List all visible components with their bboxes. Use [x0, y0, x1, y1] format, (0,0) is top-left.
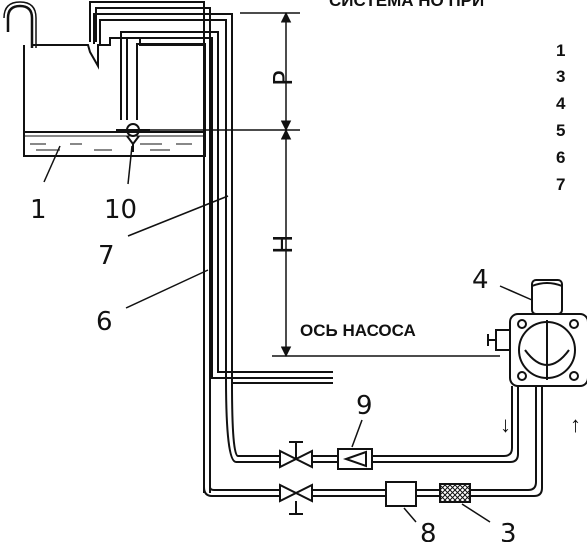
- callout-6-label: 6: [96, 307, 113, 337]
- legend-number-6: 6: [556, 148, 565, 167]
- callout-9-label: 9: [356, 391, 373, 421]
- callout-4: 4: [472, 265, 533, 301]
- legend-number-7: 7: [556, 175, 565, 194]
- legend-number-3: 3: [556, 67, 565, 86]
- bottom-piping: [203, 377, 280, 497]
- upper-line: [312, 400, 519, 470]
- callout-10: 10: [104, 145, 137, 225]
- shutoff-valve-lower: [279, 483, 313, 515]
- pump-axis-label: ОСЬ НАСОСА: [300, 321, 416, 340]
- dimension-lines: [150, 11, 500, 358]
- callout-8-label: 8: [420, 519, 437, 542]
- float-valve: [116, 123, 150, 152]
- dimension-p-label: Р: [269, 70, 299, 86]
- legend-number-4: 4: [556, 94, 566, 113]
- flow-arrow-up: ↑: [570, 412, 581, 437]
- callout-6: 6: [96, 269, 209, 337]
- callout-9: 9: [351, 391, 373, 448]
- callout-1: 1: [30, 145, 61, 225]
- callout-3: 3: [461, 503, 517, 542]
- callout-7: 7: [98, 195, 229, 271]
- piping: [89, 1, 333, 493]
- callout-1-label: 1: [30, 195, 47, 225]
- shutoff-valve-upper: [279, 441, 313, 469]
- burner-pump: [487, 279, 587, 400]
- callout-10-label: 10: [104, 195, 137, 225]
- title: СИСТЕМА НО ПРИ: [329, 0, 484, 10]
- flow-arrow-down: ↓: [500, 412, 511, 437]
- callout-8: 8: [403, 507, 437, 542]
- callout-7-label: 7: [98, 241, 115, 271]
- callout-4-label: 4: [472, 265, 489, 295]
- lower-line: [312, 400, 543, 507]
- callout-3-label: 3: [500, 519, 517, 542]
- legend-number-5: 5: [556, 121, 565, 140]
- fuel-tank: [3, 1, 206, 157]
- legend-numbers: 1 3 4 5 6 7: [556, 41, 566, 194]
- dimension-h-label: Н: [269, 234, 299, 254]
- legend-number-1: 1: [556, 41, 565, 60]
